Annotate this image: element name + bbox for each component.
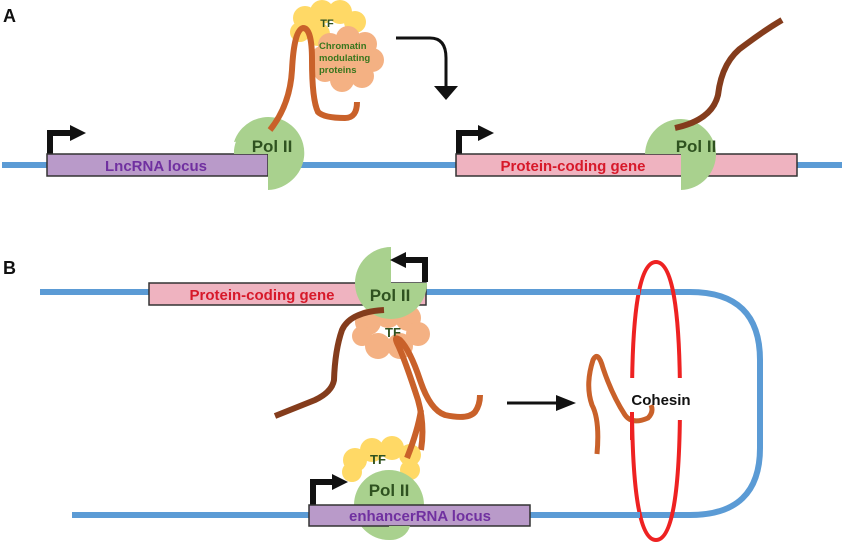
- mrna-transcript-a: [674, 17, 784, 131]
- chromatin-cloud-a: [312, 26, 384, 92]
- cohesin-label: Cohesin: [631, 392, 690, 409]
- protein-gene-a-label: Protein-coding gene: [500, 158, 645, 175]
- tf-cloud-b-top: [352, 302, 430, 359]
- promoter-arrow-enhancer: [310, 479, 334, 505]
- tf-cloud-b-bottom: [342, 436, 421, 482]
- promoter-arrowhead-enhancer: [332, 474, 348, 490]
- pol2-a-right: [645, 119, 717, 190]
- tf-a-label: TF: [320, 18, 334, 30]
- pol2-a-left-label: Pol II: [252, 137, 293, 156]
- lncrna-locus-label: LncRNA locus: [105, 158, 207, 175]
- curved-arrowhead-a: [434, 86, 458, 100]
- chromatin-label: Chromatin modulating proteins: [319, 41, 373, 76]
- curved-arrow-a: [396, 36, 448, 88]
- panel-a-label: A: [3, 6, 16, 26]
- enhancer-locus-box: [308, 504, 531, 527]
- arrowhead-b: [556, 395, 576, 411]
- pol2-b-top-label: Pol II: [370, 286, 411, 305]
- tf-b-bottom-label: TF: [370, 452, 386, 467]
- protein-gene-b-label: Protein-coding gene: [189, 287, 334, 304]
- promoter-arrow-gene-b: [404, 257, 428, 282]
- promoter-arrow-gene-a: [456, 130, 480, 155]
- pol2-b-bottom-label: Pol II: [369, 481, 410, 500]
- lncrna-transcript: [267, 24, 360, 132]
- erna-transcript: [392, 335, 483, 451]
- promoter-arrowhead-lncrna: [70, 125, 86, 141]
- enhancer-locus-label: enhancerRNA locus: [349, 508, 491, 525]
- promoter-arrow-lncrna: [47, 130, 72, 155]
- panel-b-label: B: [3, 258, 16, 278]
- pol2-a-right-label: Pol II: [676, 137, 717, 156]
- pol2-b-top: [355, 247, 427, 319]
- mrna-transcript-b: [273, 307, 385, 419]
- promoter-arrowhead-gene-a: [478, 125, 494, 141]
- dna-loop-b: [40, 289, 763, 518]
- erna-hairpin-cohesin: [586, 353, 655, 455]
- promoter-arrowhead-gene-b: [390, 252, 406, 268]
